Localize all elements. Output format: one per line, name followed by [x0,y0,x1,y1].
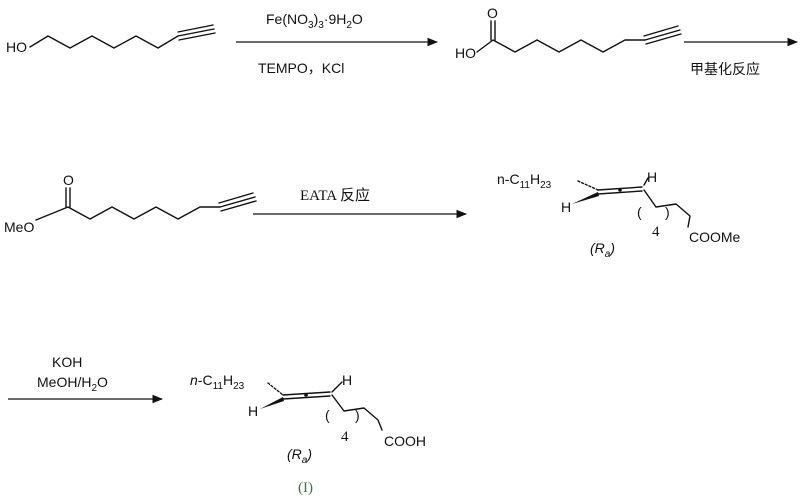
acid-carbonyl-oxygen-label: O [487,5,498,21]
allene-acid-group-label: COOH [384,433,426,449]
reagent-tempo-kcl: TEMPO，KCl [258,60,344,76]
allene-ester-close-paren: ) [665,204,670,220]
allene-acid-molecule: n-C11H23 H H ( ) 4 COOH (Ra) (I) [190,372,426,496]
hydroxyl-label: HO [6,39,27,55]
ester-methoxy-label: MeO [4,219,34,235]
reagent-methylation: 甲基化反应 [690,61,760,77]
octynol-chain [29,35,179,49]
allene-acid-open-paren: ( [325,407,330,423]
allene-acid-close-paren: ) [355,407,360,423]
acid-hydroxyl-label: HO [455,45,476,61]
ester-carbonyl-oxygen-label: O [63,172,74,188]
allene-acid-repeat-count: 4 [341,429,349,445]
acid-triple-bond [643,25,682,45]
allene-ester-configuration: (Ra) [590,240,615,260]
allene-acid-configuration: (Ra) [287,446,312,466]
reagent-iron-nitrate: Fe(NO3)3·9H2O [266,11,363,31]
acid-chain [476,39,646,53]
compound-number-label: (I) [298,480,313,496]
allene-ester-repeat-count: 4 [652,224,660,240]
octynol-molecule: HO [6,24,216,55]
allene-acid-side-chain [331,394,383,431]
methyl-ester-molecule: O MeO [4,172,257,235]
allene-acid-h-left: H [248,403,258,419]
ester-triple-bond [218,192,257,212]
ester-chain [35,206,221,221]
octynol-triple-bond [177,24,216,41]
reagent-eata: EATA 反应 [300,186,370,204]
reagent-meoh-water: MeOH/H2O [37,374,108,394]
allene-ester-open-paren: ( [637,204,642,220]
allene-ester-wedge-bond [572,192,599,204]
allene-acid-h-right: H [342,372,352,388]
allene-ester-side-chain [643,189,691,228]
allene-ester-h-left: H [561,199,571,215]
reagent-koh: KOH [52,354,82,370]
octynoic-acid-molecule: HO O [455,5,682,61]
allene-ester-group-label: COOMe [689,229,741,245]
allene-acid-wedge-bond [260,397,284,409]
allene-acid-chain-label: n-C11H23 [190,372,245,392]
allene-ester-chain-label: n-C11H23 [497,171,552,191]
allene-ester-molecule: n-C11H23 H H ( ) 4 COOMe (Ra) [497,169,741,260]
allene-ester-h-right: H [647,169,657,185]
